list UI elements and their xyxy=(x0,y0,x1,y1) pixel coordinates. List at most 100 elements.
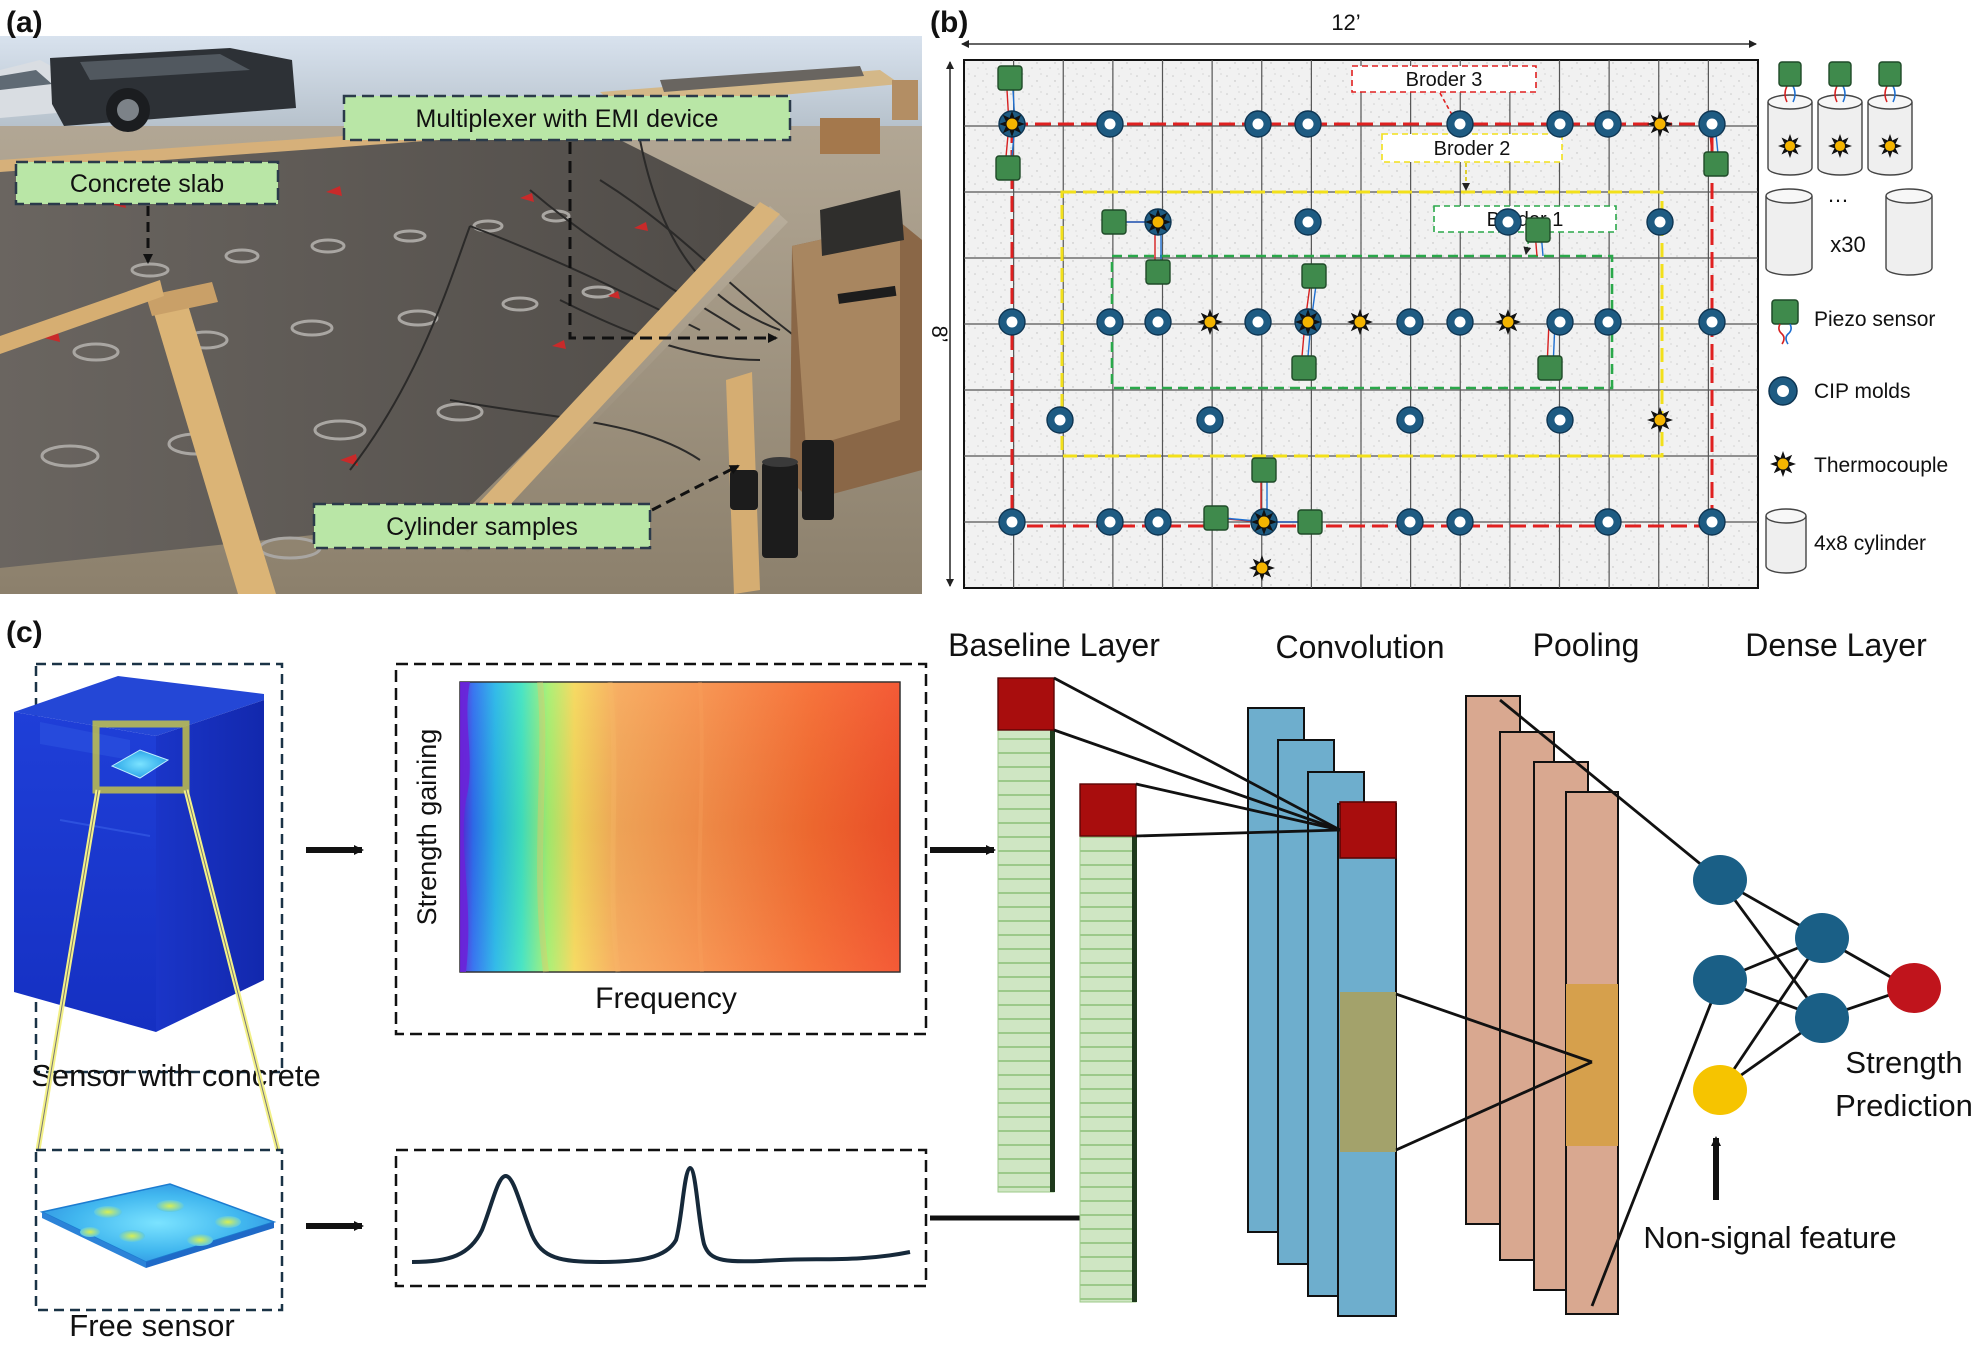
free-sensor-plate xyxy=(39,1183,277,1268)
input-kernel-2 xyxy=(1079,783,1137,837)
cip-mold xyxy=(1096,308,1124,336)
cip-mold xyxy=(1546,110,1574,138)
fe-concrete-cube xyxy=(14,676,264,1032)
thermocouple xyxy=(1145,209,1171,235)
thermocouple xyxy=(1495,309,1521,335)
cip-mold xyxy=(1446,308,1474,336)
dimension-height: 8’ xyxy=(927,61,954,587)
conv-kernel xyxy=(1339,801,1397,859)
panel-label-c: (c) xyxy=(6,616,43,649)
svg-text:Broder 3: Broder 3 xyxy=(1406,69,1483,91)
title-pooling: Pooling xyxy=(1533,627,1640,663)
label-strength: Strength xyxy=(1845,1045,1962,1080)
cip-mold xyxy=(1396,508,1424,536)
impedance-signature xyxy=(411,1165,911,1265)
thermocouple-icon-shape xyxy=(1770,451,1796,477)
input-column-1 xyxy=(997,677,1055,1193)
output-node xyxy=(1887,963,1941,1013)
thermocouple-icon xyxy=(1770,451,1796,477)
svg-text:12’: 12’ xyxy=(1331,10,1360,35)
layout-legend: … x30 Piezo sensor CIP molds Thermocoupl… xyxy=(1765,61,1948,574)
cip-mold xyxy=(1698,308,1726,336)
svg-text:…: … xyxy=(1827,182,1849,207)
concrete-slab xyxy=(0,124,768,568)
cip-mold xyxy=(1698,110,1726,138)
svg-text:Broder 2: Broder 2 xyxy=(1434,138,1511,160)
cip-mold xyxy=(1196,406,1224,434)
border-2-label: Broder 2 xyxy=(1381,133,1563,163)
thermocouple xyxy=(1647,111,1673,137)
border-2-outline xyxy=(1060,190,1664,458)
legend-cylinder: 4x8 cylinder xyxy=(1765,508,1926,574)
label-free-sensor: Free sensor xyxy=(69,1308,234,1341)
cip-mold xyxy=(1396,406,1424,434)
arrow-multiplexer xyxy=(568,142,778,343)
dimension-width: 12’ xyxy=(961,10,1757,48)
slab-layout-plan: Broder 3 Broder 2 Broder 1 xyxy=(963,59,1759,589)
multiplexer-cabinet xyxy=(790,190,922,500)
cip-mold xyxy=(998,508,1026,536)
cip-mold xyxy=(1096,508,1124,536)
input-kernel-1 xyxy=(997,677,1055,731)
cip-mold xyxy=(1594,308,1622,336)
site-photo: Concrete slab Multiplexer with EMI devic… xyxy=(0,36,922,594)
car-dark xyxy=(50,48,296,132)
svg-text:Multiplexer with EMI device: Multiplexer with EMI device xyxy=(416,105,719,133)
signature-frame xyxy=(394,1148,928,1288)
thermocouple xyxy=(1249,555,1275,581)
title-convolution: Convolution xyxy=(1276,629,1445,665)
hidden-node-2 xyxy=(1693,955,1747,1005)
border-1-label: Broder 1 xyxy=(1433,205,1617,233)
border-3-label: Broder 3 xyxy=(1351,65,1537,93)
non-signal-node xyxy=(1693,1065,1747,1115)
svg-text:CIP molds: CIP molds xyxy=(1814,380,1910,403)
heatmap-y-label: Strength gaining xyxy=(412,729,442,926)
cip-mold xyxy=(1494,208,1522,236)
cip-mold xyxy=(1446,508,1474,536)
thermocouple xyxy=(1347,309,1373,335)
pool-region xyxy=(1566,984,1618,1146)
legend-piezo: Piezo sensor xyxy=(1771,299,1935,345)
thermocouple-icon-small xyxy=(1778,134,1802,158)
dense-nodes xyxy=(1693,855,1941,1115)
piezo-sensor xyxy=(1525,217,1551,243)
thermocouple-icon-small xyxy=(1878,134,1902,158)
piezo-sensor xyxy=(1297,509,1323,535)
piezo-sensor xyxy=(1301,263,1327,289)
legend-thermo-label: Thermocouple xyxy=(1814,454,1948,477)
thermocouple xyxy=(999,111,1025,137)
cip-mold xyxy=(1046,406,1074,434)
legend-cylinders-with-sensors xyxy=(1767,61,1913,176)
cip-mold xyxy=(1446,110,1474,138)
cylinder-with-sensor xyxy=(1767,61,1813,176)
sensor-flags xyxy=(44,186,648,466)
cip-mold xyxy=(1244,110,1272,138)
cip-mold xyxy=(1144,308,1172,336)
sensor-wires xyxy=(349,139,801,471)
cip-mold xyxy=(1294,208,1322,236)
cylinder-samples-photo xyxy=(730,440,834,558)
heatmap-x-label: Frequency xyxy=(595,982,737,1015)
label-sensor-with-concrete: Sensor with concrete xyxy=(31,1058,320,1093)
cylinder-with-sensor xyxy=(1867,61,1913,176)
piezo-sensor xyxy=(1537,355,1563,381)
cip-mold xyxy=(1594,508,1622,536)
title-baseline-layer: Baseline Layer xyxy=(948,627,1160,663)
cylinder-with-sensor xyxy=(1817,61,1863,176)
cip-mold xyxy=(1698,508,1726,536)
legend-cip: CIP molds xyxy=(1768,376,1910,406)
cip-mold xyxy=(1396,308,1424,336)
label-prediction: Prediction xyxy=(1835,1088,1973,1123)
svg-text:8’: 8’ xyxy=(927,325,952,342)
piezo-sensor xyxy=(1703,151,1729,177)
piezo-sensor xyxy=(995,155,1021,181)
cip-mold xyxy=(1546,308,1574,336)
thermocouple-icon-small xyxy=(1828,134,1852,158)
svg-text:4x8 cylinder: 4x8 cylinder xyxy=(1814,532,1926,555)
label-cylinder-samples: Cylinder samples xyxy=(312,502,652,550)
thermocouple xyxy=(1295,309,1321,335)
panel-label-b: (b) xyxy=(930,6,968,39)
svg-text:Piezo sensor: Piezo sensor xyxy=(1814,308,1935,331)
piezo-sensor xyxy=(1203,505,1229,531)
